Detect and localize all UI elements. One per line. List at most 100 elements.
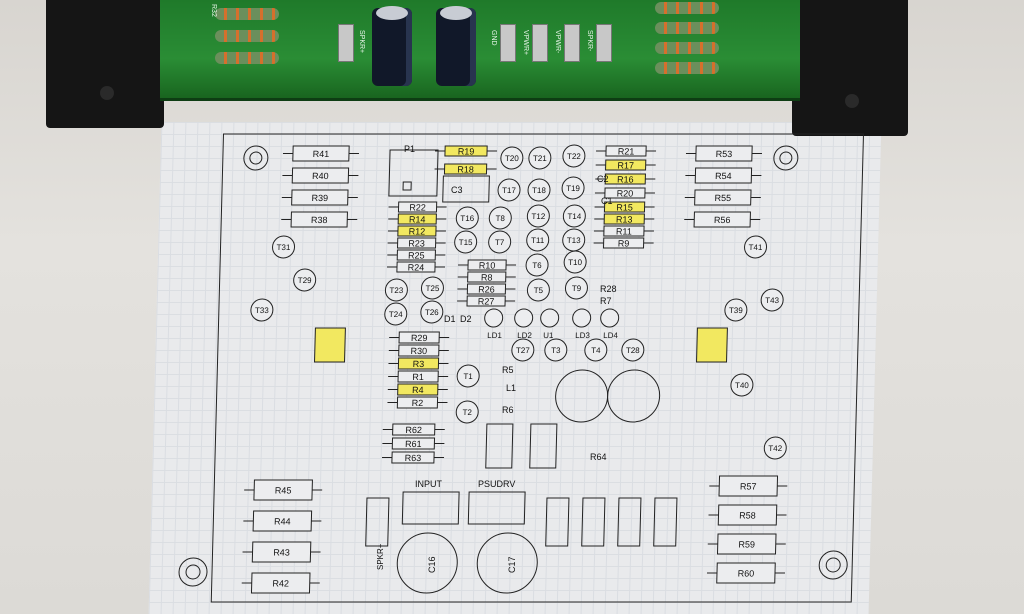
pcb-mounting-foot-right [792, 0, 908, 136]
resistor-label: R59 [738, 540, 755, 550]
transistor-label: T25 [425, 284, 440, 293]
transistor-label: T42 [768, 444, 783, 453]
led: U1 [540, 308, 560, 340]
transistor-label: T17 [502, 186, 517, 195]
transistor: T15 [454, 230, 478, 254]
connector-spkr-minus-outline [653, 497, 678, 547]
resistor-center-left: R23 [387, 237, 446, 249]
pcb-resistor [215, 8, 279, 20]
transistor: T12 [526, 204, 550, 228]
resistor-right: R58 [708, 504, 787, 526]
resistor-center-left: R22 [388, 201, 447, 213]
transistor-label: T31 [277, 243, 292, 252]
label-p1: P1 [404, 144, 415, 154]
mounting-hole [773, 145, 799, 171]
resistor-left: R42 [241, 572, 320, 594]
resistor-label: R3 [413, 359, 425, 369]
transistor: T43 [760, 288, 784, 312]
transistor: T13 [562, 228, 586, 252]
resistor-center-mid: R26 [457, 283, 516, 295]
cap-c16-outline [396, 532, 458, 594]
transistor: T7 [488, 230, 512, 254]
resistor-right: R55 [684, 189, 761, 206]
transistor: T18 [527, 178, 551, 202]
transistor-label: T39 [729, 306, 744, 315]
transistor: T3 [544, 338, 568, 362]
pcb-label: GND [490, 30, 497, 46]
resistor-label: R14 [409, 215, 426, 225]
transistor-label: T18 [532, 186, 547, 195]
resistor-label: R54 [715, 171, 732, 181]
resistor-label: R23 [408, 239, 425, 249]
transistor: T28 [621, 338, 645, 362]
resistor-lower-left: R1 [388, 370, 449, 383]
transistor-label: T16 [460, 214, 475, 223]
transistor-label: T20 [505, 154, 520, 163]
led: LD1 [484, 308, 504, 340]
resistor-r18: R18 [434, 163, 497, 175]
resistor-label: R17 [617, 161, 634, 171]
label-r5: R5 [502, 365, 514, 375]
c3-box [442, 175, 490, 203]
transistor-label: T6 [532, 261, 542, 270]
connector-psudrv-outline [467, 491, 526, 525]
resistor-right: R54 [685, 167, 762, 184]
transistor: T14 [562, 204, 586, 228]
resistor-label: R1 [412, 372, 424, 382]
resistor-right: R59 [707, 533, 786, 555]
transistor-label: T10 [568, 258, 583, 267]
cap-c21-outline [529, 423, 558, 469]
pcb-label: R32 [210, 4, 217, 17]
transistor-label: T26 [425, 308, 440, 317]
mounting-hole [243, 145, 269, 171]
label-d2: D2 [460, 314, 472, 324]
transistor-label: T43 [765, 296, 780, 305]
transistor-label: T28 [626, 346, 641, 355]
resistor-center-left: R24 [386, 261, 446, 273]
resistor-left: R38 [281, 211, 358, 228]
pcb-label: SPKR- [586, 30, 593, 52]
resistor-label: R18 [457, 165, 474, 175]
cap-c15-outline [607, 369, 661, 423]
pcb-label: VPWR+ [522, 30, 529, 56]
transistor-label: T24 [389, 310, 404, 319]
resistor-center-mid: R27 [457, 295, 516, 307]
transistor-label: T8 [495, 214, 505, 223]
transistor-label: T9 [572, 284, 582, 293]
pcb-header-pin [564, 24, 580, 62]
mounting-hole [178, 557, 208, 587]
connector-input-outline [401, 491, 460, 525]
transistor: T1 [456, 364, 480, 388]
resistor-label: R2 [412, 398, 424, 408]
resistor-label: R53 [716, 149, 733, 159]
transistor: T40 [730, 373, 754, 397]
resistor-center-right: R11 [593, 225, 654, 237]
resistor-label: R26 [478, 285, 495, 295]
transistor: T5 [526, 278, 550, 302]
resistor-lower: R62 [382, 423, 445, 436]
cap-c9-highlighted [696, 327, 728, 363]
transistor: T41 [744, 235, 768, 259]
label-r7: R7 [600, 296, 612, 306]
led-label: LD4 [603, 331, 618, 340]
transistor-label: T33 [255, 306, 270, 315]
resistor-label: R16 [617, 175, 634, 185]
resistor-center-left: R25 [387, 249, 446, 261]
transistor: T6 [525, 253, 549, 277]
resistor-left: R45 [244, 479, 323, 501]
resistor-label: R45 [275, 486, 292, 496]
p1-pin [402, 181, 412, 191]
led: LD2 [514, 308, 534, 340]
transistor: T31 [272, 235, 296, 259]
resistor-label: R41 [313, 149, 330, 159]
resistor-label: R30 [410, 346, 427, 356]
resistor-label: R20 [617, 189, 634, 199]
transistor-label: T13 [567, 236, 582, 245]
transistor-label: T2 [462, 408, 472, 417]
transistor: T21 [528, 146, 552, 170]
